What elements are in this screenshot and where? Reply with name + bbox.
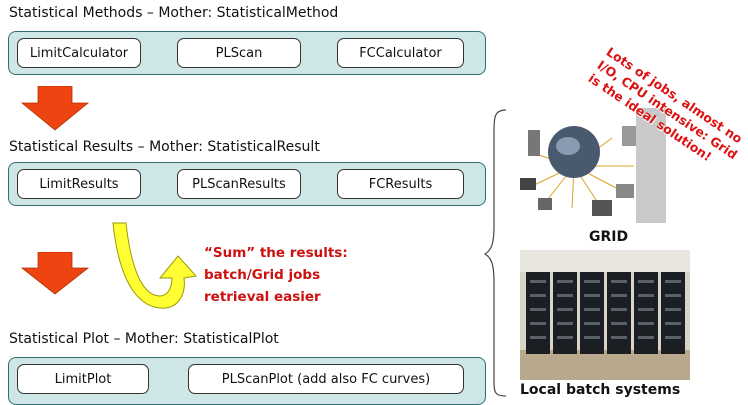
down-arrow-icon <box>20 252 90 295</box>
sum-note-line: batch/Grid jobs <box>204 267 321 283</box>
plscan-plot-box: PLScanPlot (add also FC curves) <box>188 364 464 394</box>
plscan-box: PLScan <box>177 38 301 68</box>
results-panel: LimitResults PLScanResults FCResults <box>8 162 486 206</box>
results-title: Statistical Results – Mother: Statistica… <box>9 139 320 155</box>
plot-panel: LimitPlot PLScanPlot (add also FC curves… <box>8 357 486 405</box>
grid-label: GRID <box>589 229 629 245</box>
limit-calculator-box: LimitCalculator <box>17 38 141 68</box>
sum-note-line: retrieval easier <box>204 289 321 305</box>
methods-title: Statistical Methods – Mother: Statistica… <box>9 5 339 21</box>
curved-arrow-icon <box>112 222 197 309</box>
fc-results-box: FCResults <box>337 169 464 199</box>
methods-panel: LimitCalculator PLScan FCCalculator <box>8 31 486 75</box>
batch-label: Local batch systems <box>520 382 681 398</box>
curly-brace-icon <box>483 109 507 397</box>
limit-results-box: LimitResults <box>17 169 141 199</box>
limit-plot-box: LimitPlot <box>17 364 149 394</box>
sum-note: “Sum” the results: batch/Grid jobs retri… <box>204 242 348 308</box>
grid-network-illustration <box>520 108 666 223</box>
plscan-results-box: PLScanResults <box>177 169 301 199</box>
down-arrow-icon <box>20 86 90 131</box>
sum-note-line: “Sum” the results: <box>204 245 348 261</box>
batch-cluster-photo <box>520 250 690 380</box>
fc-calculator-box: FCCalculator <box>337 38 464 68</box>
plot-title: Statistical Plot – Mother: StatisticalPl… <box>9 331 279 347</box>
